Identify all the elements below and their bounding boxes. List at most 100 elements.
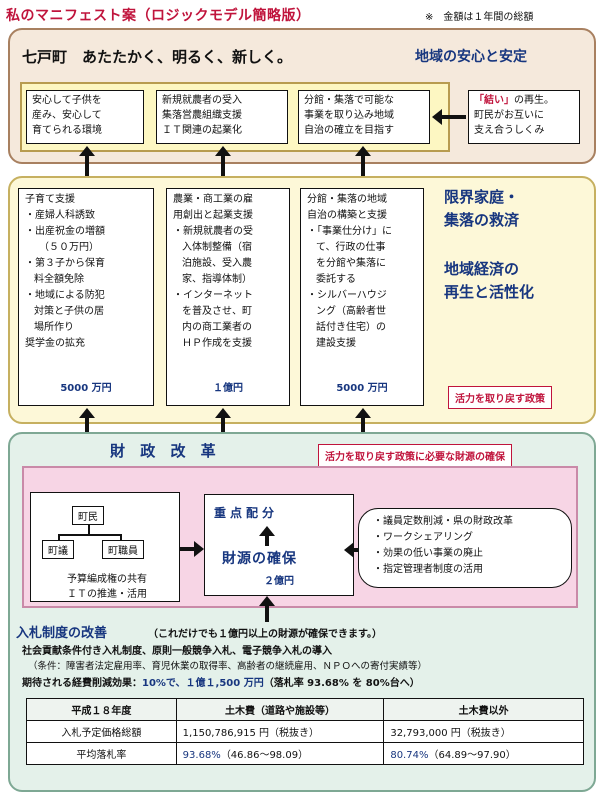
bid-reform-effect: 期待される経費削減効果：10%で、１億１,500 万円（落札率 93.68% を… [22,676,420,691]
table-header: 平成１８年度 [26,698,177,721]
rate-range: （46.86～98.09） [220,750,309,761]
goal-line: 限界家庭・ [444,188,520,206]
table-header-row: 平成１８年度 土木費（道路や施設等） 土木費以外 [26,698,584,721]
reform-item: ・指定管理者制度の活用 [373,564,483,575]
reform-item: ・議員定数削減・県の財政改革 [373,516,513,527]
policy-line: 泊施設、受入農 [182,258,252,269]
bid-reform-conditions: （条件：障害者法定雇用率、育児休業の取得率、高齢者の継続雇用、ＮＰＯへの寄付実績… [28,661,428,672]
policy-line: 子育て支援 [25,194,75,205]
policy-line: 建設支援 [316,338,356,349]
outcome-line: 自治の確立を目指す [304,125,394,136]
budget-line: ＩＴの推進・活用 [67,589,147,600]
yui-line: 支え合うしくみ [474,125,545,136]
goal-rescue: 限界家庭・ 集落の救済 [444,186,519,232]
goal-economy: 地域経済の 再生と活性化 [444,258,534,304]
budget-text: 予算編成権の共有 ＩＴの推進・活用 [40,572,174,602]
up-arrow [79,408,95,436]
effect-note: （落札率 93.68% を 80%台へ） [263,678,420,689]
table-header: 土木費（道路や施設等） [175,698,385,721]
rate-range: （64.89～97.90） [428,750,516,761]
policy-line: 入体制整備（宿 [182,242,252,253]
bid-rate-table: 平成１８年度 土木費（道路や施設等） 土木費以外 入札予定価格総額 1,150,… [26,698,584,765]
up-arrow [215,146,231,176]
rate-value: 93.68% [182,750,221,761]
policy-childcare: 子育て支援 ・産婦人科誘致 ・出産祝金の増額 （５０万円） ・第３子から保育 料… [18,188,154,406]
policy-line: 話付き住宅）の [316,322,386,333]
policy-line: 奨学金の拡充 [25,338,85,349]
policy-line: 分館・集落の地域 [307,194,387,205]
policy-line: て、行政の仕事 [316,242,386,253]
table-cell: 1,150,786,915 円（税抜き） [175,720,385,743]
effect-value: 10%で、１億１,500 万円 [142,678,264,689]
policy-amount: 5000 万円 [336,383,388,394]
funding-amount: ２億円 [264,576,294,587]
yui-rest: の再生。 [514,95,554,106]
final-goal: 地域の安心と安定 [415,49,527,65]
policy-line: 家、指導体制） [182,274,252,285]
staff-box: 町職員 [102,540,144,559]
yui-line: 町民がお互いに [474,110,544,121]
table-cell: 93.68%（46.86～98.09） [175,742,385,765]
policy-line: を分館や集落に [316,258,386,269]
council-box: 町議 [42,540,74,559]
up-arrow [355,408,371,436]
policy-line: ・「事業仕分け」に [307,226,392,237]
up-arrow [259,596,275,622]
bid-reform-measures: 社会貢献条件付き入札制度、原則一般競争入札、電子競争入札の導入 [22,646,332,657]
connector-line [58,534,60,541]
townsfolk-box: 町民 [72,506,104,525]
policy-line: ＨＰ作成を支援 [182,338,252,349]
left-arrow [432,109,466,125]
policy-line: ・第３子から保育 [25,258,105,269]
outcome-line: 産み、安心して [32,110,102,121]
reform-list: ・議員定数削減・県の財政改革 ・ワークシェアリング ・効果の低い事業の廃止 ・指… [358,508,572,588]
outcome-yui: 「結い」の再生。 町民がお互いに 支え合うしくみ [468,90,580,144]
policy-line: 用創出と起業支援 [173,210,253,221]
effect-prefix: 期待される経費削減効果： [22,678,142,689]
policy-line: ・新規就農者の受 [173,226,253,237]
policy-amount: １億円 [213,383,243,394]
policy-line: ング（高齢者世 [316,306,386,317]
policy-line: 場所作り [34,322,74,333]
connector-line [120,534,122,541]
allocation-box [204,494,354,596]
outcome-childcare: 安心して子供を 産み、安心して 育てられる環境 [26,90,144,144]
policy-line: （５０万円） [39,242,99,253]
table-header: 土木費以外 [383,698,584,721]
funding-label: 財源の確保 [222,551,297,567]
outcome-line: 分館・集落で可能な [304,95,394,106]
outcome-autonomy: 分館・集落で可能な 事業を取り込み地域 自治の確立を目指す [298,90,430,144]
table-cell: 平均落札率 [26,742,177,765]
outcome-line: 新規就農者の受入 [162,95,242,106]
table-cell: 32,793,000 円（税抜き） [383,720,584,743]
policy-autonomy: 分館・集落の地域 自治の構築と支援 ・「事業仕分け」に て、行政の仕事 を分館や… [300,188,424,406]
policy-line: ・地域による防犯 [25,290,105,301]
goal-line: 地域経済の [444,260,520,278]
bid-reform-subtitle: （これだけでも１億円以上の財源が確保できます。） [148,629,382,640]
outcome-line: 集落営農組織支援 [162,110,242,121]
allocation-label: 重点配分 [214,506,279,520]
reform-item: ・効果の低い事業の廃止 [373,548,483,559]
policy-line: ・インターネット [173,290,253,301]
right-arrow [180,541,204,557]
up-arrow [259,526,275,546]
reform-item: ・ワークシェアリング [373,532,473,543]
policy-line: 料全額免除 [34,274,84,285]
up-arrow [355,146,371,176]
budget-line: 予算編成権の共有 [67,574,147,585]
policy-line: ・シルバーハウジ [307,290,387,301]
policy-line: 委託する [316,274,356,285]
page-title: 私のマニフェスト案（ロジックモデル簡略版） [6,8,311,24]
goal-line: 集落の救済 [444,211,520,229]
vitality-tag: 活力を取り戻す政策 [448,386,552,409]
yui-line: 「結い」の再生。 [474,93,574,108]
connector-line [88,525,90,535]
town-motto: 七戸町 あたたかく、明るく、新しく。 [22,48,293,66]
policy-line: ・出産祝金の増額 [25,226,105,237]
policy-line: ・産婦人科誘致 [25,210,95,221]
finance-tag: 活力を取り戻す政策に必要な財源の確保 [318,444,512,467]
policy-amount: 5000 万円 [60,383,112,394]
outcome-industry: 新規就農者の受入 集落営農組織支援 ＩＴ関連の起業化 [156,90,288,144]
up-arrow [79,146,95,176]
policy-industry: 農業・商工業の雇 用創出と起業支援 ・新規就農者の受 入体制整備（宿 泊施設、受… [166,188,290,406]
